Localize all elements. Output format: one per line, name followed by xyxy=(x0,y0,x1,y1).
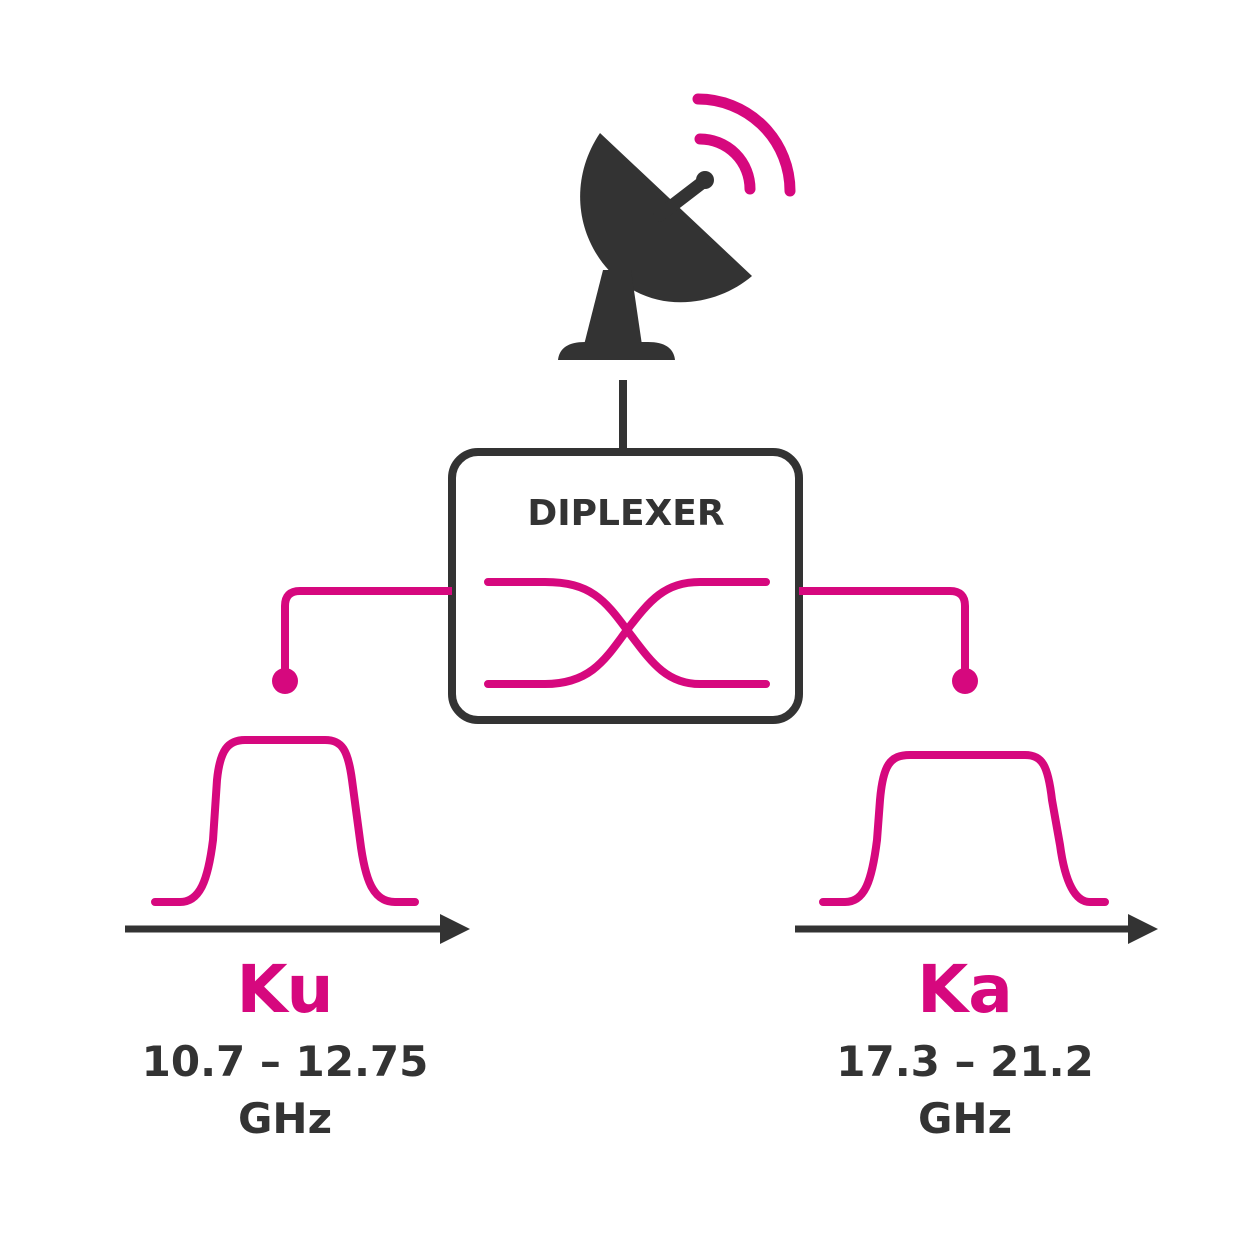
ku-output-port xyxy=(272,668,298,694)
ku-band-unit: GHz xyxy=(238,1094,332,1143)
diplexer-box: DIPLEXER xyxy=(448,448,803,724)
ku-passband-curve xyxy=(151,736,419,906)
ka-band-unit: GHz xyxy=(918,1094,1012,1143)
ka-band-name: Ka xyxy=(917,951,1013,1028)
ku-band-name: Ku xyxy=(237,951,334,1028)
ka-band-range: 17.3 – 21.2 xyxy=(836,1037,1094,1086)
ka-passband-curve xyxy=(819,751,1109,906)
ka-axis-arrowhead xyxy=(1128,914,1158,944)
diplexer-crossover-symbol xyxy=(484,578,770,688)
ku-band-range: 10.7 – 12.75 xyxy=(142,1037,429,1086)
ku-axis-arrowhead xyxy=(440,914,470,944)
satellite-dish-icon xyxy=(558,133,752,360)
signal-waves-icon xyxy=(692,93,796,197)
diplexer-label: DIPLEXER xyxy=(527,493,724,534)
ka-output-connector xyxy=(799,587,978,694)
ku-output-connector xyxy=(272,587,452,694)
ka-output-port xyxy=(952,668,978,694)
